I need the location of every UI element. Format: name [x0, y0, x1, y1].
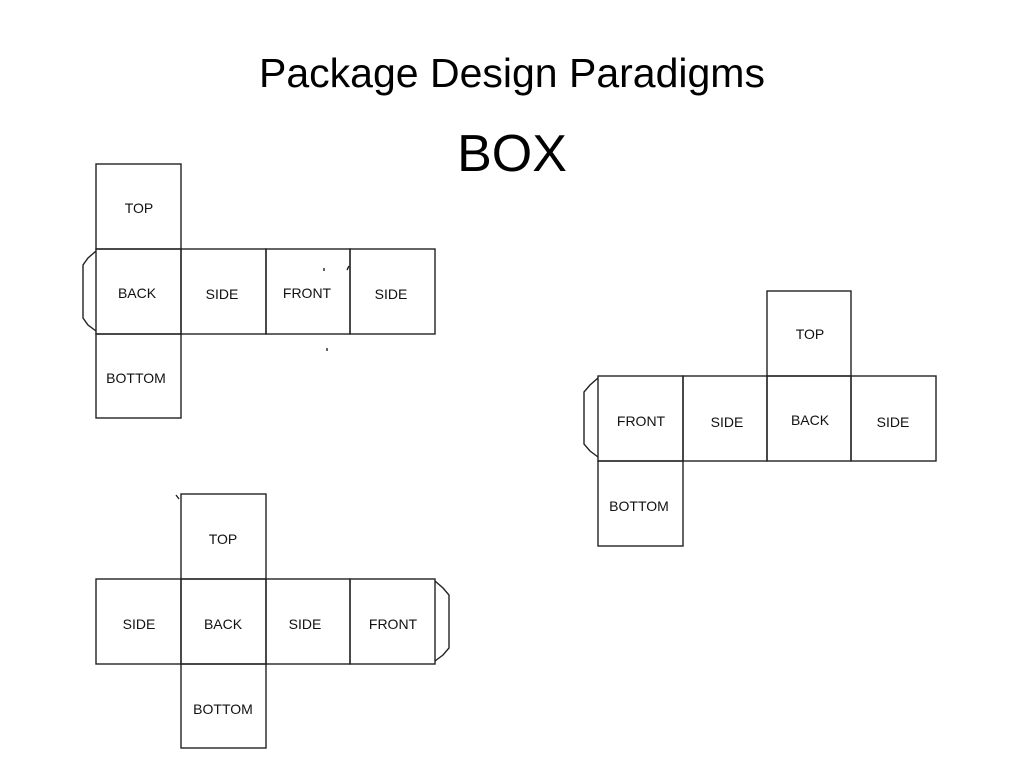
net-3-side-label-2: SIDE	[288, 616, 322, 632]
net-2-front-label: FRONT	[616, 413, 666, 429]
net-1-side-label-2: SIDE	[374, 286, 408, 302]
net-1-side-label-1: SIDE	[205, 286, 239, 302]
net-3-bottom-label: BOTTOM	[193, 701, 253, 717]
net-1-back-label: BACK	[117, 285, 157, 301]
net-3-tick-mark	[175, 494, 180, 500]
net-2-side-label-1: SIDE	[710, 414, 744, 430]
net-1-tick-mark	[346, 265, 350, 271]
net-3-side-label-1: SIDE	[122, 616, 156, 632]
net-2-back-label: BACK	[790, 412, 830, 428]
net-3-glue-flap	[434, 580, 450, 662]
net-3-top-label: TOP	[208, 531, 238, 547]
net-2-top-label: TOP	[795, 326, 825, 342]
net-2-bottom-panel	[597, 460, 684, 547]
net-1-front-label: FRONT	[282, 285, 332, 301]
slide-subtitle: BOX	[457, 125, 567, 183]
slide-title: Package Design Paradigms	[259, 50, 765, 96]
net-3-front-panel	[349, 578, 436, 665]
net-3-back-label: BACK	[203, 616, 243, 632]
net-2-bottom-label: BOTTOM	[609, 498, 669, 514]
net-2-side-panel-2	[850, 375, 937, 462]
net-1-side-panel-2	[349, 248, 436, 335]
net-1-glue-flap	[82, 250, 97, 332]
net-1-bottom-label: BOTTOM	[106, 370, 166, 386]
net-2-side-label-2: SIDE	[876, 414, 910, 430]
net-2-glue-flap	[583, 377, 599, 458]
net-3-bottom-panel	[180, 663, 267, 749]
net-3-front-label: FRONT	[368, 616, 418, 632]
net-1-bottom-panel	[95, 333, 182, 419]
net-1-top-label: TOP	[124, 200, 154, 216]
